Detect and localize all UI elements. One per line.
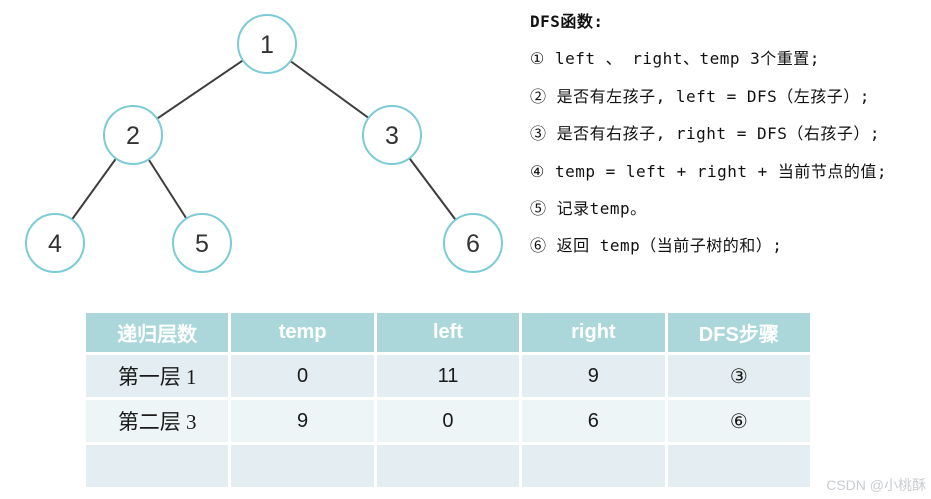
tree-node-circle <box>362 105 422 165</box>
tree-node-3: 3 <box>362 105 422 165</box>
tree-nodes: 1 2 3 4 5 6 <box>25 14 503 273</box>
cell-level: 第一层 1 <box>86 355 229 397</box>
header-left: left <box>376 313 520 352</box>
tree-node-label: 5 <box>195 230 209 258</box>
dfs-notes-block: DFS函数: ① left 、 right、temp 3个重置; ② 是否有左孩… <box>530 3 928 265</box>
watermark: CSDN @小桃酥 <box>826 477 926 493</box>
table-row: 第二层 3 9 0 6 ⑥ <box>86 400 810 442</box>
cell-left: 11 <box>376 355 520 397</box>
tree-node-2: 2 <box>103 105 163 165</box>
tree-node-5: 5 <box>172 213 232 273</box>
dfs-trace-table: 递归层数 temp left right DFS步骤 第一层 1 0 11 9 … <box>83 310 813 490</box>
tree-node-4: 4 <box>25 213 85 273</box>
table-row <box>86 445 810 487</box>
tree-node-label: 1 <box>260 31 274 59</box>
cell-level <box>86 445 229 487</box>
dfs-note-step-1: ① left 、 right、temp 3个重置; <box>530 49 820 69</box>
header-dfs-step: DFS步骤 <box>667 313 810 352</box>
header-temp: temp <box>231 313 374 352</box>
dfs-note-step-2: ② 是否有左孩子, left = DFS（左孩子）; <box>530 86 870 106</box>
dfs-note-step-3: ③ 是否有右孩子, right = DFS（右孩子）; <box>530 124 880 144</box>
tree-node-circle <box>25 213 85 273</box>
tree-node-label: 4 <box>48 230 62 258</box>
table-row: 第一层 1 0 11 9 ③ <box>86 355 810 397</box>
cell-right: 9 <box>522 355 665 397</box>
header-recursion-level: 递归层数 <box>86 313 229 352</box>
header-right: right <box>522 313 665 352</box>
tree-node-circle <box>172 213 232 273</box>
binary-tree-diagram: 1 2 3 4 5 6 <box>25 14 503 273</box>
cell-left: 0 <box>376 400 520 442</box>
cell-dfs-step <box>667 445 810 487</box>
cell-left <box>376 445 520 487</box>
tree-node-circle <box>103 105 163 165</box>
dfs-note-step-5: ⑤ 记录temp。 <box>530 198 647 218</box>
tree-node-label: 3 <box>385 122 399 150</box>
cell-temp: 0 <box>231 355 374 397</box>
cell-right: 6 <box>522 400 665 442</box>
tree-node-6: 6 <box>443 213 503 273</box>
tree-node-1: 1 <box>237 14 297 74</box>
tree-node-circle <box>443 213 503 273</box>
tree-node-label: 6 <box>466 230 480 258</box>
cell-level: 第二层 3 <box>86 400 229 442</box>
cell-dfs-step: ③ <box>667 355 810 397</box>
table-header-row: 递归层数 temp left right DFS步骤 <box>86 313 810 352</box>
dfs-note-step-4: ④ temp = left + right + 当前节点的值; <box>530 161 888 181</box>
cell-temp: 9 <box>231 400 374 442</box>
dfs-notes-title: DFS函数: <box>530 12 604 31</box>
cell-dfs-step: ⑥ <box>667 400 810 442</box>
tree-node-circle <box>237 14 297 74</box>
tree-node-label: 2 <box>126 122 140 150</box>
cell-right <box>522 445 665 487</box>
cell-temp <box>231 445 374 487</box>
dfs-note-step-6: ⑥ 返回 temp（当前子树的和）; <box>530 236 783 256</box>
